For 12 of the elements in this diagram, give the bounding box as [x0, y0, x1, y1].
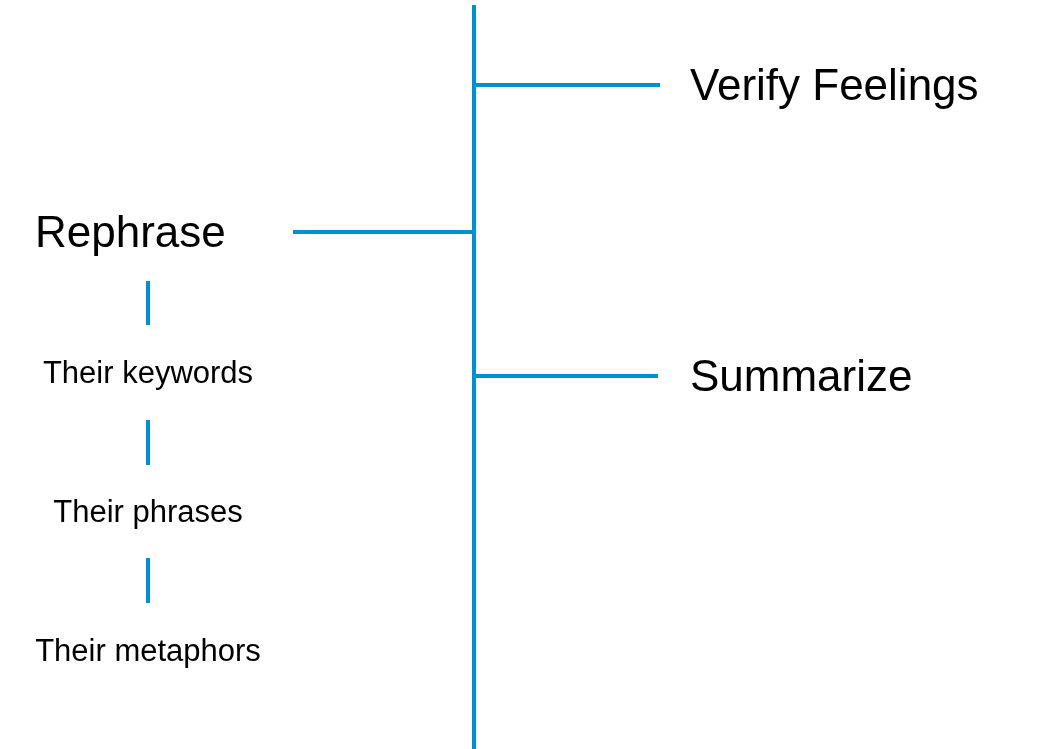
topic-label: Their keywords — [42, 354, 254, 391]
topic-label: Summarize — [690, 351, 913, 401]
connector-line — [146, 420, 150, 465]
connector-line — [293, 230, 472, 234]
topic-label: Their metaphors — [35, 633, 261, 669]
connector-line — [146, 281, 150, 325]
connector-line — [146, 558, 150, 603]
topic-label: Rephrase — [35, 207, 226, 257]
connector-line — [476, 83, 660, 87]
connector-line — [476, 374, 658, 378]
topic-label: Verify Feelings — [690, 60, 979, 110]
topic-label: Their phrases — [53, 493, 243, 530]
